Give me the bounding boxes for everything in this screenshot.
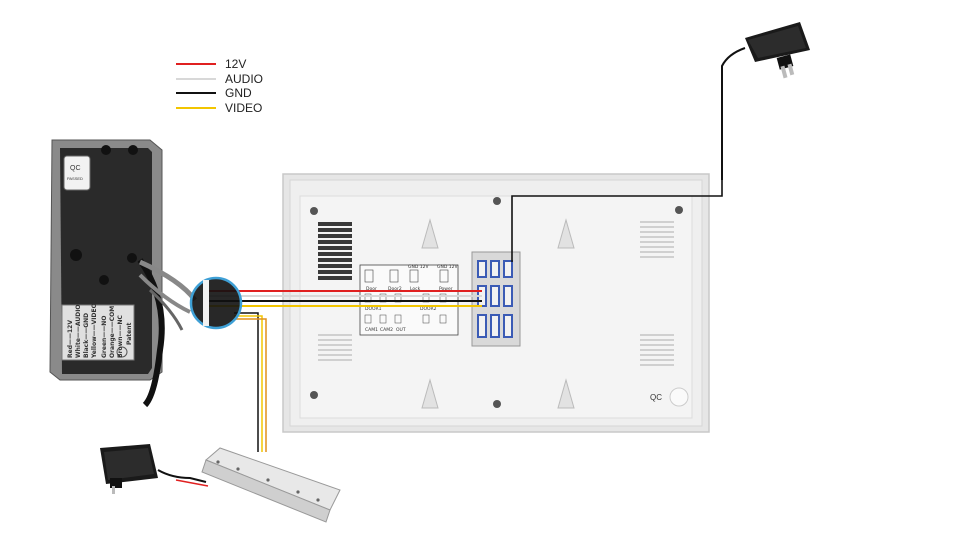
- connector-block: [471, 251, 521, 347]
- legend-item-gnd: GND: [176, 86, 263, 101]
- qc-mark-text: QC: [650, 393, 662, 402]
- qc-badge-text: QC: [70, 165, 81, 172]
- gnd12v-lock-label: GND 12V: [408, 264, 429, 270]
- vent-right-top: [640, 221, 674, 258]
- power-adapter-lock: [100, 444, 209, 494]
- vent-right-bottom: [640, 334, 674, 366]
- connector-highlight: [189, 276, 243, 330]
- legend-item-audio: AUDIO: [176, 72, 263, 87]
- qc-sticker: QC: [650, 387, 689, 407]
- qc-badge-sub: PASSED: [67, 176, 83, 181]
- lock-label: Lock: [410, 286, 421, 292]
- wire-label-white: White——AUDIO: [75, 304, 82, 358]
- magnetic-lock: [201, 447, 341, 523]
- qc-badge: [63, 155, 91, 191]
- lock-wire-black: [234, 312, 259, 452]
- legend-swatch-12v: [176, 63, 216, 66]
- legend-swatch-audio: [176, 77, 216, 80]
- lock-wire-orange: [234, 318, 267, 452]
- lock-wire-yellow: [234, 315, 263, 452]
- cam2-label: CAM2: [380, 327, 393, 333]
- legend-label-12v: 12V: [225, 57, 247, 72]
- vent-left-bottom: [318, 334, 352, 361]
- speaker-grille: [318, 222, 352, 280]
- door-label: Door: [366, 286, 377, 292]
- wire-label-red: Red——12V: [67, 320, 74, 358]
- lock-label-orange: Orange——COM: [109, 306, 116, 358]
- indoor-monitor: QC Door Door2 GND 12V Lock GND 12V Power: [282, 173, 710, 433]
- power-label: Power: [439, 286, 453, 292]
- legend-label-audio: AUDIO: [225, 71, 264, 86]
- lock-label-brown: Brown——NC: [117, 315, 124, 358]
- cam1-label: CAM1: [365, 327, 378, 333]
- legend-label-gnd: GND: [225, 86, 252, 101]
- wire-label-yellow: Yellow——VIDEO: [91, 303, 98, 359]
- legend-swatch-video: [176, 106, 216, 109]
- patent-label: Patent: [126, 323, 133, 345]
- legend-item-video: VIDEO: [176, 101, 263, 116]
- gnd12v-power-label: GND 12V: [437, 264, 458, 270]
- monitor-power-wire: [511, 180, 723, 262]
- wire-color-legend: 12V AUDIO GND VIDEO: [176, 57, 263, 115]
- door1-port-label: DOOR1: [365, 306, 382, 312]
- terminal-label-panel: Door Door2 GND 12V Lock GND 12V Power DO…: [359, 264, 458, 336]
- outdoor-label-sticker: Red——12V White——AUDIO Black——GND Yellow—…: [61, 303, 135, 361]
- legend-label-video: VIDEO: [225, 100, 263, 115]
- outdoor-camera-unit: QC PASSED Red——12V White——AUDIO Black——G…: [49, 139, 197, 408]
- legend-item-12v: 12V: [176, 57, 263, 72]
- door2-port-label: DOOR2: [420, 306, 437, 312]
- door2-label: Door2: [388, 286, 402, 292]
- lock-label-green: Green——NO: [101, 316, 108, 358]
- legend-swatch-gnd: [176, 92, 216, 95]
- signal-wires: [205, 290, 482, 452]
- out-label: OUT: [396, 327, 406, 333]
- wire-label-black: Black——GND: [83, 313, 90, 358]
- power-adapter-monitor: [721, 22, 810, 180]
